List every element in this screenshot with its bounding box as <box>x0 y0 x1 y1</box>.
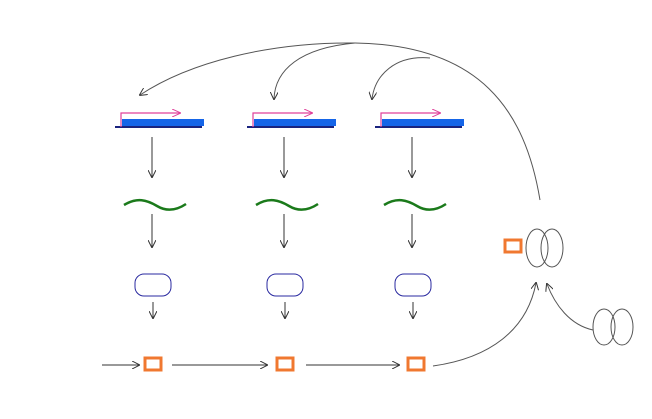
regulator-complex <box>503 228 564 268</box>
gene-3-column <box>375 113 464 318</box>
gene-icon <box>254 119 336 126</box>
gene-1-column <box>115 113 204 318</box>
feedback-arrows <box>140 42 541 201</box>
product-to-regulator-arrow <box>432 283 536 367</box>
gene-icon <box>382 119 464 126</box>
promoter-arrow-icon <box>252 113 312 127</box>
free-regulator <box>547 284 634 346</box>
metabolite-2-icon <box>275 356 295 372</box>
feedback-arc-gene-3 <box>372 57 431 99</box>
feedback-arc-gene-2 <box>274 42 356 99</box>
gene-2-column <box>247 113 336 318</box>
promoter-arrow-icon <box>120 113 180 127</box>
repressor-dimer-icon-b <box>540 228 564 268</box>
gene-icon <box>122 119 204 126</box>
mrna-icon <box>123 198 187 211</box>
metabolite-chain <box>102 283 536 366</box>
bound-metabolite-icon <box>503 238 523 254</box>
metabolite-1-icon <box>143 356 163 372</box>
enzyme-icon <box>394 273 432 297</box>
metabolite-3-icon <box>406 356 426 372</box>
mrna-icon <box>255 198 319 211</box>
free-regulator-arrow <box>547 284 594 331</box>
feedback-arc-gene-1 <box>140 42 541 201</box>
enzyme-icon <box>266 273 304 297</box>
promoter-arrow-icon <box>380 113 440 127</box>
mrna-icon <box>383 198 447 211</box>
free-dimer-icon <box>592 308 616 346</box>
repressor-dimer-icon <box>525 228 549 268</box>
free-dimer-icon-b <box>610 308 634 346</box>
enzyme-icon <box>134 273 172 297</box>
